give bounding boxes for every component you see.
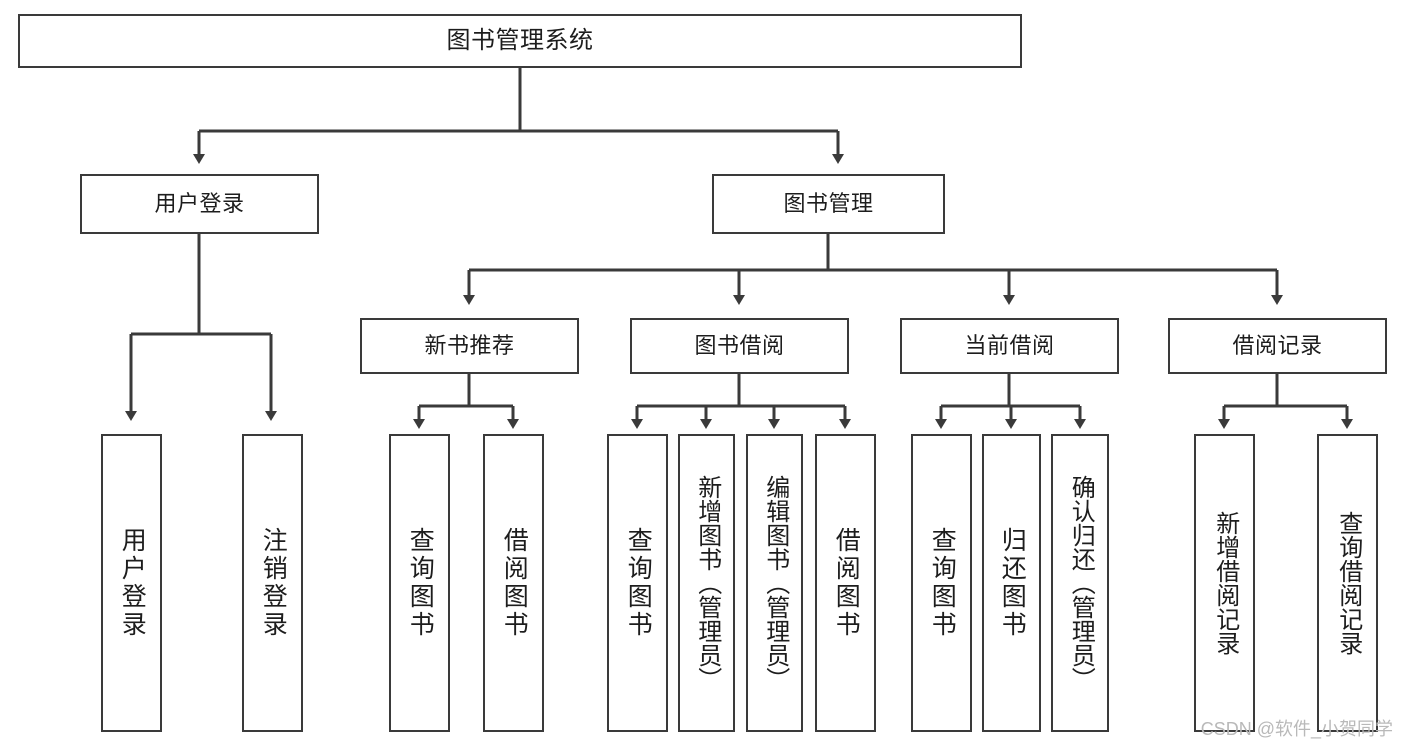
node-leaf-borrow-book-2[interactable]: 借阅图书 bbox=[815, 434, 876, 732]
node-leaf-edit-book[interactable]: 编辑图书（管理员） bbox=[746, 434, 803, 732]
node-leaf-add-book-label: 新增图书（管理员） bbox=[693, 475, 721, 691]
node-leaf-user-login-label: 用户登录 bbox=[118, 527, 147, 639]
node-borrow-record[interactable]: 借阅记录 bbox=[1168, 318, 1387, 374]
node-leaf-confirm-return-label: 确认归还（管理员） bbox=[1067, 475, 1095, 691]
node-leaf-query-book-2[interactable]: 查询图书 bbox=[607, 434, 668, 732]
node-leaf-return-book[interactable]: 归还图书 bbox=[982, 434, 1041, 732]
node-leaf-query-book-3[interactable]: 查询图书 bbox=[911, 434, 972, 732]
node-new-book-rec-label: 新书推荐 bbox=[424, 333, 515, 359]
node-root[interactable]: 图书管理系统 bbox=[18, 14, 1022, 68]
node-book-borrow-label: 图书借阅 bbox=[694, 333, 785, 359]
node-leaf-user-login[interactable]: 用户登录 bbox=[101, 434, 162, 732]
node-leaf-confirm-return[interactable]: 确认归还（管理员） bbox=[1051, 434, 1109, 732]
node-leaf-add-record-label: 新增借阅记录 bbox=[1211, 511, 1239, 655]
node-leaf-query-book-3-label: 查询图书 bbox=[928, 527, 957, 639]
node-book-borrow[interactable]: 图书借阅 bbox=[630, 318, 849, 374]
node-user-login[interactable]: 用户登录 bbox=[80, 174, 319, 234]
node-leaf-edit-book-label: 编辑图书（管理员） bbox=[761, 475, 789, 691]
node-leaf-add-record[interactable]: 新增借阅记录 bbox=[1194, 434, 1255, 732]
node-leaf-borrow-book-1-label: 借阅图书 bbox=[500, 527, 529, 639]
node-leaf-query-record-label: 查询借阅记录 bbox=[1334, 511, 1362, 655]
node-leaf-borrow-book-2-label: 借阅图书 bbox=[832, 527, 861, 639]
node-leaf-query-book-1[interactable]: 查询图书 bbox=[389, 434, 450, 732]
node-leaf-return-book-label: 归还图书 bbox=[998, 527, 1027, 639]
node-leaf-logout-label: 注销登录 bbox=[259, 527, 288, 639]
node-root-label: 图书管理系统 bbox=[446, 27, 594, 55]
node-current-borrow[interactable]: 当前借阅 bbox=[900, 318, 1119, 374]
node-leaf-borrow-book-1[interactable]: 借阅图书 bbox=[483, 434, 544, 732]
node-leaf-query-book-2-label: 查询图书 bbox=[624, 527, 653, 639]
node-user-login-label: 用户登录 bbox=[154, 191, 245, 217]
node-leaf-query-record[interactable]: 查询借阅记录 bbox=[1317, 434, 1378, 732]
watermark-text: CSDN @软件_小贺同学 bbox=[1200, 719, 1393, 739]
node-current-borrow-label: 当前借阅 bbox=[964, 333, 1055, 359]
node-leaf-query-book-1-label: 查询图书 bbox=[406, 527, 435, 639]
node-book-manage[interactable]: 图书管理 bbox=[712, 174, 945, 234]
node-leaf-logout[interactable]: 注销登录 bbox=[242, 434, 303, 732]
node-book-manage-label: 图书管理 bbox=[783, 191, 874, 217]
node-new-book-rec[interactable]: 新书推荐 bbox=[360, 318, 579, 374]
node-borrow-record-label: 借阅记录 bbox=[1232, 333, 1323, 359]
node-leaf-add-book[interactable]: 新增图书（管理员） bbox=[678, 434, 735, 732]
